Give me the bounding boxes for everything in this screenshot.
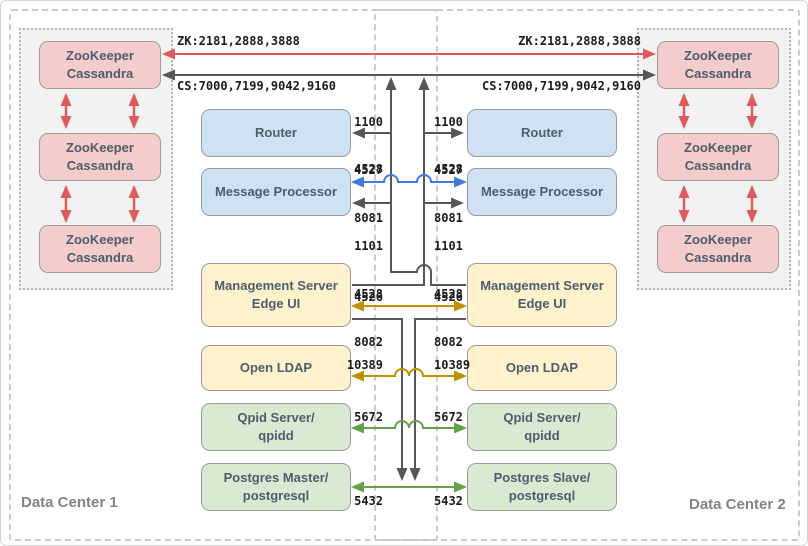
dc2-pg-sync-port: 5432 xyxy=(434,494,463,508)
node-label: postgresql xyxy=(508,488,576,503)
cs-ports-label-left: CS:7000,7199,9042,9160 xyxy=(177,79,336,93)
dc2-ldap-sync-port: 10389 xyxy=(434,358,471,372)
node-label: Message Processor xyxy=(214,184,338,199)
zk-ports-label-left: ZK:2181,2888,3888 xyxy=(177,34,300,48)
dc1-zookeeper-cassandra-1: ZooKeeper Cassandra xyxy=(39,41,161,89)
dc2-ms-sync-port: 4526 xyxy=(434,290,463,304)
dc2-management-server: Management Server Edge UI xyxy=(467,263,617,327)
node-label: Cassandra xyxy=(66,250,134,265)
node-label: Cassandra xyxy=(684,250,752,265)
node-label: Open LDAP xyxy=(505,360,579,375)
node-label: Open LDAP xyxy=(239,360,313,375)
node-label: Qpid Server/ xyxy=(503,410,581,425)
dc1-message-processor: Message Processor xyxy=(201,168,351,216)
node-label: Router xyxy=(255,125,297,140)
dc2-zookeeper-cassandra-2: ZooKeeper Cassandra xyxy=(657,133,779,181)
node-label: ZooKeeper xyxy=(66,48,134,63)
dc1-mp-ports: 1101 4528 8082 xyxy=(354,239,383,349)
zk-ports-label-right: ZK:2181,2888,3888 xyxy=(518,34,641,48)
node-label: Cassandra xyxy=(684,66,752,81)
node-label: Management Server xyxy=(480,278,604,293)
dc2-zookeeper-cassandra-3: ZooKeeper Cassandra xyxy=(657,225,779,273)
node-label: Cassandra xyxy=(684,158,752,173)
dc1-qpid-server: Qpid Server/ qpidd xyxy=(201,403,351,451)
node-label: Qpid Server/ xyxy=(237,410,315,425)
node-label: Postgres Master/ xyxy=(223,470,329,485)
dc1-management-server: Management Server Edge UI xyxy=(201,263,351,327)
dc2-qpid-sync-port: 5672 xyxy=(434,410,463,424)
node-label: Message Processor xyxy=(480,184,604,199)
dc1-ms-sync-port: 4526 xyxy=(354,290,383,304)
node-label: postgresql xyxy=(242,488,310,503)
dc1-ldap-sync-port: 10389 xyxy=(346,358,383,372)
node-label: Management Server xyxy=(214,278,338,293)
node-label: qpidd xyxy=(524,428,560,443)
dc1-pg-sync-port: 5432 xyxy=(354,494,383,508)
node-label: Cassandra xyxy=(66,66,134,81)
dc2-mp-ports: 1101 4528 8082 xyxy=(434,239,463,349)
dc2-postgres-slave: Postgres Slave/ postgresql xyxy=(467,463,617,511)
dc2-message-processor: Message Processor xyxy=(467,168,617,216)
node-label: ZooKeeper xyxy=(66,232,134,247)
dc1-qpid-sync-port: 5672 xyxy=(354,410,383,424)
node-label: Cassandra xyxy=(66,158,134,173)
dc2-zookeeper-cassandra-1: ZooKeeper Cassandra xyxy=(657,41,779,89)
dc2-router-ports: 1100 4527 8081 xyxy=(434,115,463,225)
dc1-router-ports: 1100 4527 8081 xyxy=(354,115,383,225)
node-label: Edge UI xyxy=(517,296,567,311)
dc1-postgres-master: Postgres Master/ postgresql xyxy=(201,463,351,511)
cs-ports-label-right: CS:7000,7199,9042,9160 xyxy=(482,79,641,93)
dc2-open-ldap: Open LDAP xyxy=(467,345,617,391)
node-label: Edge UI xyxy=(251,296,301,311)
node-label: Postgres Slave/ xyxy=(493,470,591,485)
dc1-zookeeper-cassandra-2: ZooKeeper Cassandra xyxy=(39,133,161,181)
datacenter2-label: Data Center 2 xyxy=(689,496,786,513)
dc2-qpid-server: Qpid Server/ qpidd xyxy=(467,403,617,451)
node-label: ZooKeeper xyxy=(684,232,752,247)
node-label: qpidd xyxy=(258,428,294,443)
dc2-router: Router xyxy=(467,109,617,157)
node-label: Router xyxy=(521,125,563,140)
dc2-mp-sync-port: 4528 xyxy=(434,162,463,176)
node-label: ZooKeeper xyxy=(684,140,752,155)
dc1-router: Router xyxy=(201,109,351,157)
dc1-zookeeper-cassandra-3: ZooKeeper Cassandra xyxy=(39,225,161,273)
dc1-open-ldap: Open LDAP xyxy=(201,345,351,391)
dc1-mp-sync-port: 4528 xyxy=(354,162,383,176)
datacenter1-label: Data Center 1 xyxy=(21,494,118,511)
node-label: ZooKeeper xyxy=(684,48,752,63)
node-label: ZooKeeper xyxy=(66,140,134,155)
